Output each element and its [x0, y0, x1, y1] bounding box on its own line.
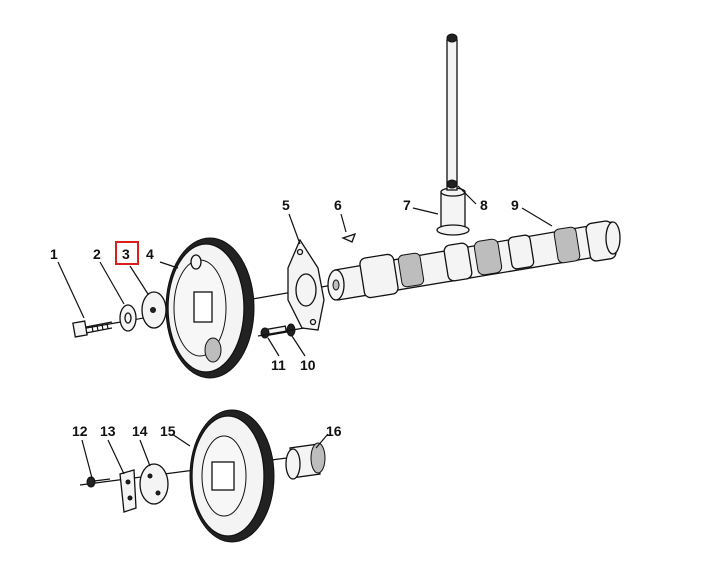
part-15-crankshaft-gear: [189, 409, 275, 543]
part-8-push-rod: [446, 33, 458, 191]
part-2-washer: [119, 304, 137, 332]
label-8: 8: [480, 197, 488, 213]
part-9-camshaft: [327, 220, 621, 301]
label-14: 14: [132, 423, 148, 439]
part-5-thrust-plate: [287, 238, 325, 331]
label-9: 9: [511, 197, 519, 213]
callout-labels: 1 2 3 4 5 6 7 8 9 10 11 12 13 14 15 16: [50, 197, 519, 439]
label-16: 16: [326, 423, 342, 439]
label-13: 13: [100, 423, 116, 439]
label-4: 4: [146, 246, 154, 262]
label-12: 12: [72, 423, 88, 439]
part-4-camshaft-gear: [165, 237, 255, 379]
part-1-bolt: [72, 320, 113, 338]
label-7: 7: [403, 197, 411, 213]
label-5: 5: [282, 197, 290, 213]
part-12-screw: [86, 476, 111, 488]
label-10: 10: [300, 357, 316, 373]
label-15: 15: [160, 423, 176, 439]
label-3: 3: [122, 246, 130, 262]
part-13-lock-tab: [119, 469, 137, 513]
part-6-key: [341, 232, 357, 243]
label-11: 11: [271, 357, 286, 373]
part-16-bushing: [285, 442, 326, 480]
screw-axis-line: [257, 327, 305, 337]
part-7-tappet: [436, 187, 470, 236]
highlight-box-label-3: [115, 241, 139, 265]
label-6: 6: [334, 197, 342, 213]
part-3-plate: [141, 291, 167, 329]
leader-lines: [57, 185, 553, 479]
part-14-plate: [139, 463, 169, 505]
label-1: 1: [50, 246, 58, 262]
label-2: 2: [93, 246, 101, 262]
